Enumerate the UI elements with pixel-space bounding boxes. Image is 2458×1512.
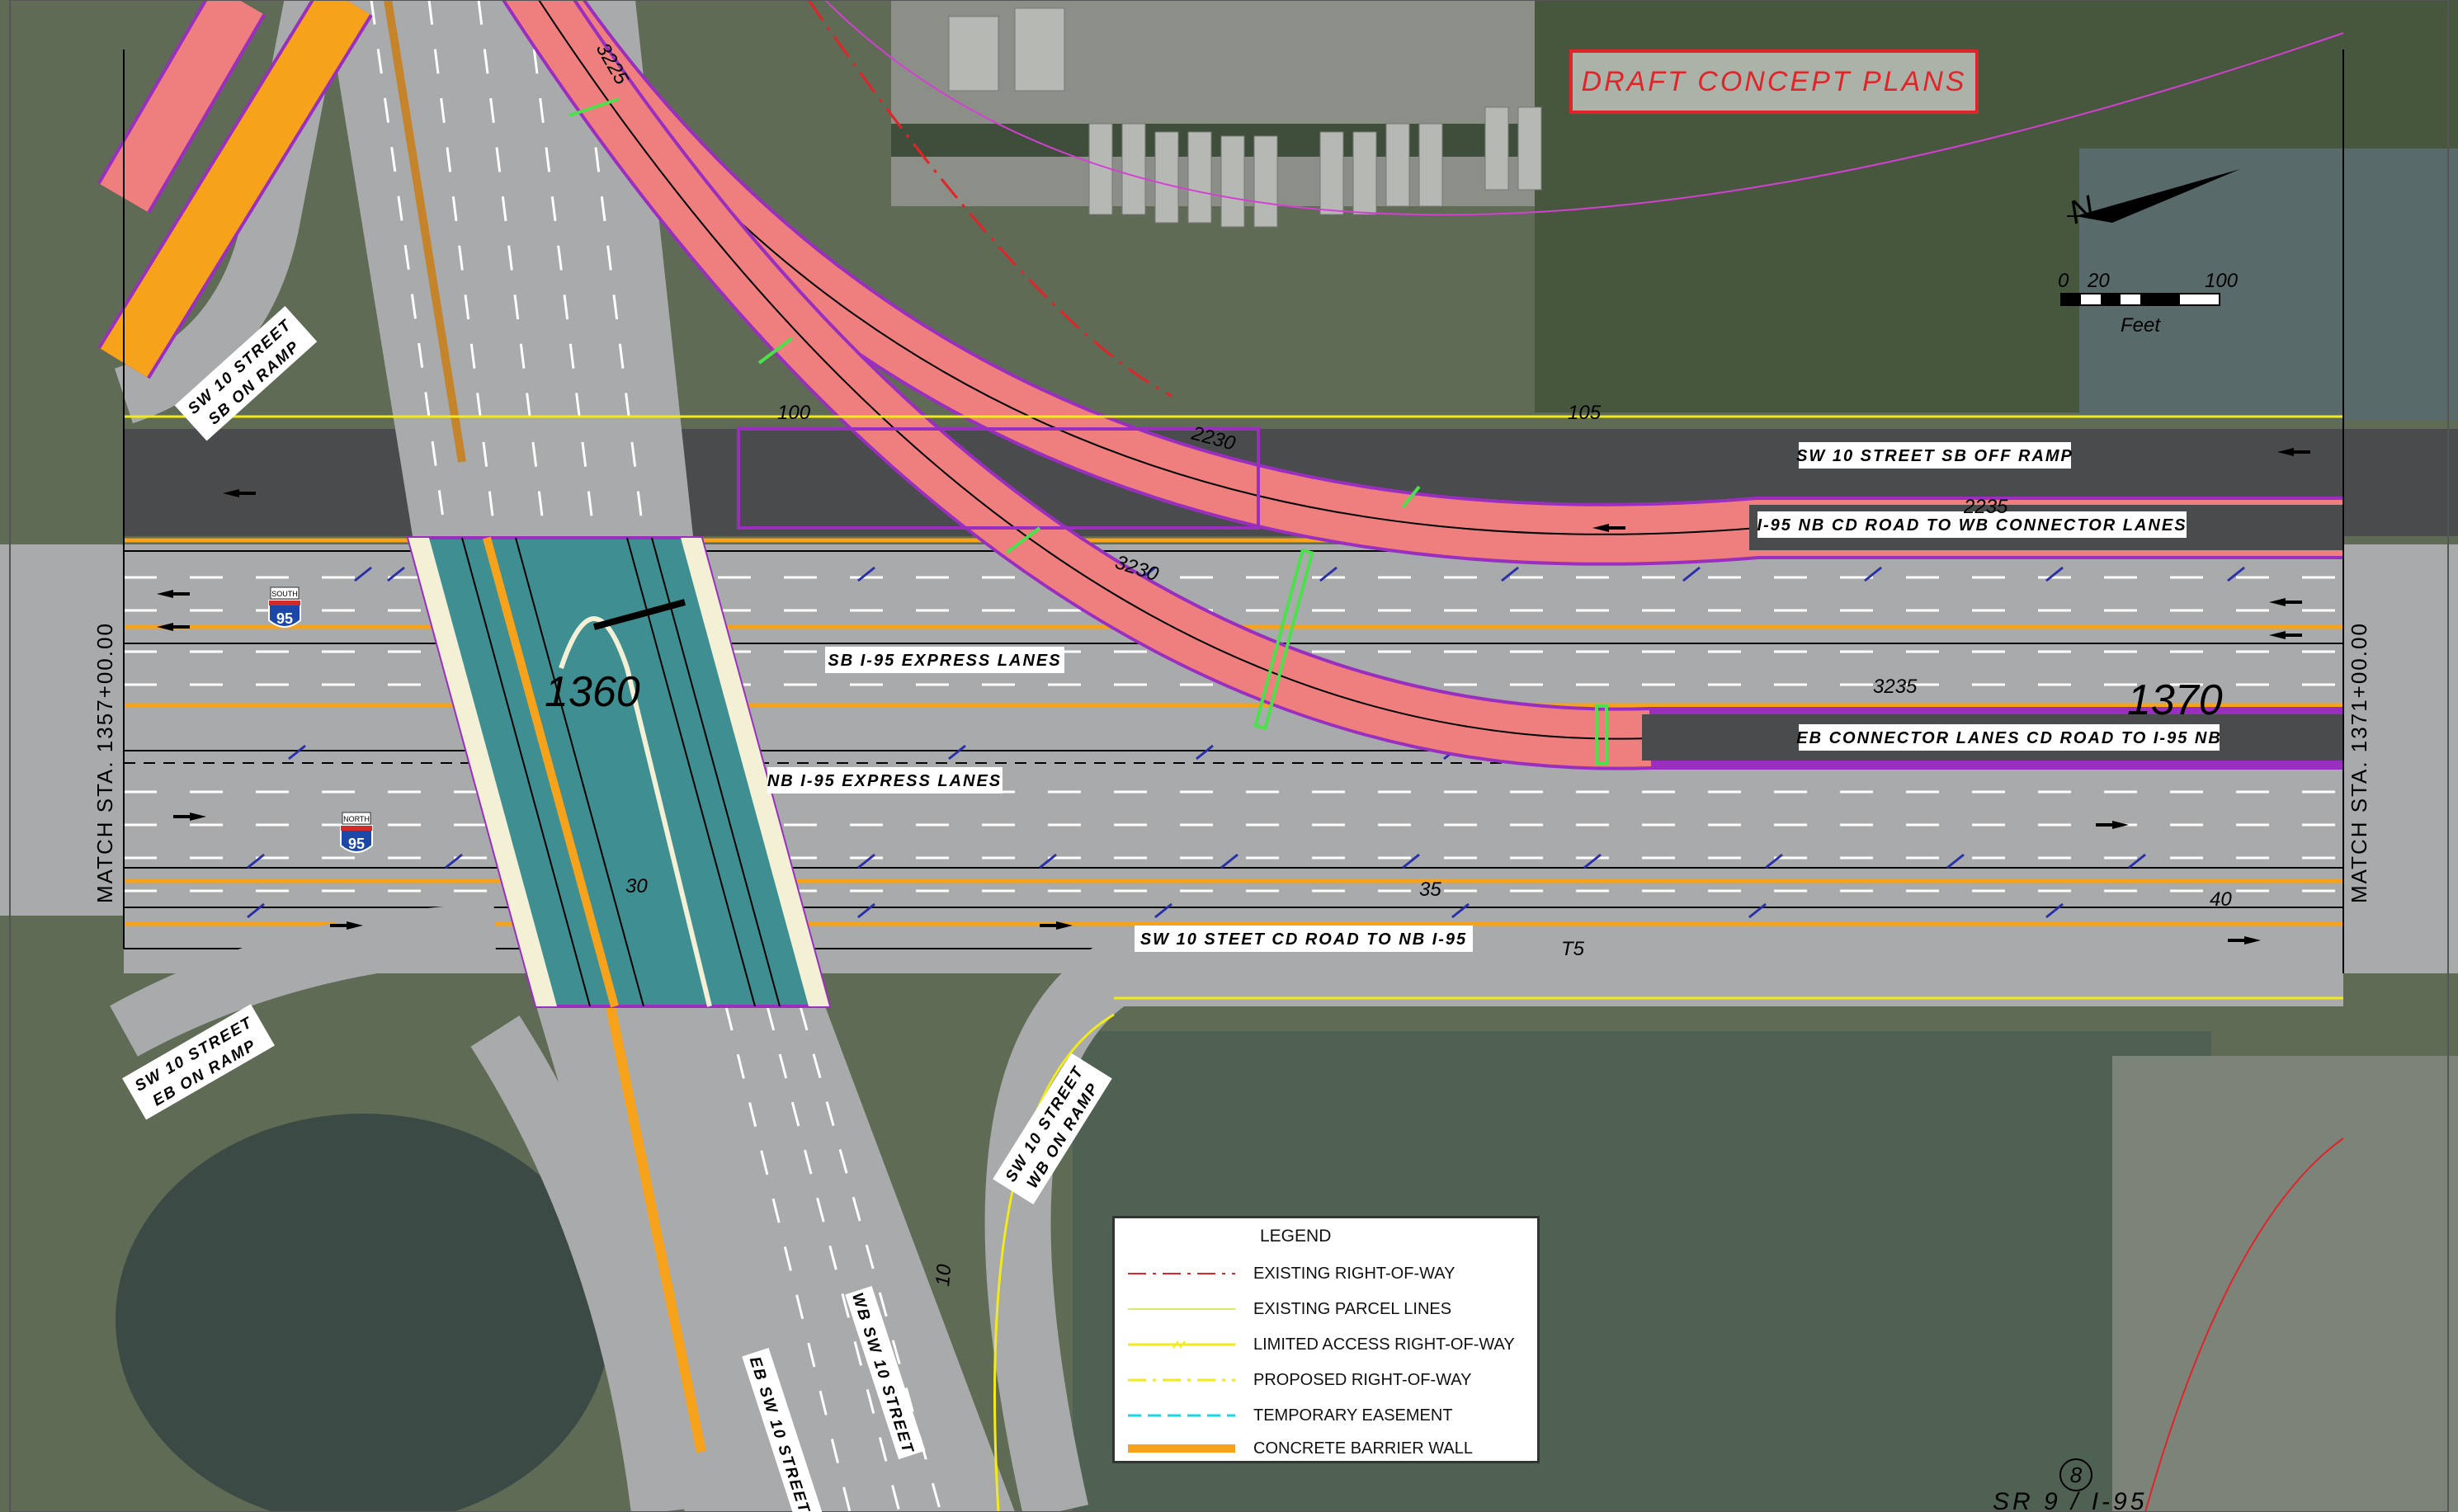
direction-arrows — [157, 448, 2310, 944]
legend-row-barrier-wall: CONCRETE BARRIER WALL — [1128, 1436, 1532, 1461]
station-35: 35 — [1419, 878, 1441, 901]
shield-south-direction: SOUTH — [271, 590, 298, 598]
match-lines — [9, 0, 2449, 1512]
sb-off-ramp-label: SW 10 STREET SB OFF RAMP — [1796, 447, 2073, 465]
legend-row-parcel-lines: EXISTING PARCEL LINES — [1128, 1297, 1532, 1321]
north-median-barrier — [384, 0, 466, 463]
road-name-title: SR 9 / I-95 — [1993, 1488, 2147, 1512]
parked-trucks — [948, 7, 1542, 228]
legend-row-existing-row: EXISTING RIGHT-OF-WAY — [1128, 1261, 1532, 1286]
eb-on-ramp-road — [110, 903, 497, 1057]
eb-connector-label: EB CONNECTOR LANES CD ROAD TO I-95 NB — [1796, 729, 2222, 747]
legend-label-temporary-easement: TEMPORARY EASEMENT — [1253, 1406, 1453, 1425]
bridge-sidewalk-west — [408, 538, 557, 1006]
legend-swatch-existing-row — [1128, 1273, 1235, 1274]
station-105: 105 — [1568, 402, 1602, 424]
shield-south-route: 95 — [276, 610, 293, 627]
station-t5: T5 — [1561, 938, 1585, 960]
right-of-way-lines — [124, 0, 2344, 1512]
station-100: 100 — [777, 402, 811, 424]
legend-row-proposed-row: PROPOSED RIGHT-OF-WAY — [1128, 1368, 1532, 1392]
shield-south-95: SOUTH 95 — [268, 586, 301, 628]
legend-box: LEGEND EXISTING RIGHT-OF-WAY EXISTING PA… — [1112, 1216, 1540, 1463]
legend-label-existing-row: EXISTING RIGHT-OF-WAY — [1253, 1264, 1455, 1283]
nw-orange-ramp — [100, 0, 370, 378]
eb-sw10-road — [470, 1015, 689, 1512]
scale-unit: Feet — [2121, 314, 2161, 337]
nb-cd-connector-label: I-95 NB CD ROAD TO WB CONNECTOR LANES — [1757, 516, 2187, 535]
station-30: 30 — [625, 875, 648, 897]
bent-markers — [569, 97, 1608, 765]
match-line-left-label: MATCH STA. 1357+00.00 — [92, 622, 117, 903]
bridge-median-island — [559, 616, 712, 1007]
nb-express-label: NB I-95 EXPRESS LANES — [767, 772, 1002, 790]
sw10-south-lane-lines — [724, 1006, 942, 1512]
match-line-right-label: MATCH STA. 1371+00.00 — [2347, 622, 2371, 903]
bridge-sidewalk-east — [681, 538, 829, 1006]
pond — [116, 1114, 611, 1512]
legend-label-limited-access: LIMITED ACCESS RIGHT-OF-WAY — [1253, 1335, 1515, 1354]
lower-flyover-centerline — [537, 0, 1651, 740]
nb-express-label-box — [767, 767, 1003, 794]
lane-markings — [124, 576, 2343, 893]
shield-north-route: 95 — [348, 836, 365, 852]
draft-stamp: DRAFT CONCEPT PLANS — [1569, 49, 1979, 114]
sheet-number-text: 8 — [2070, 1463, 2083, 1487]
legend-swatch-proposed-row — [1128, 1378, 1235, 1382]
sb-express-label-box — [825, 647, 1064, 673]
sb-off-ramp-outline — [737, 427, 1260, 530]
legend-label-barrier-wall: CONCRETE BARRIER WALL — [1253, 1439, 1473, 1458]
sb-off-ramp-label-box — [1799, 442, 2071, 469]
station-1370: 1370 — [2127, 676, 2223, 724]
legend-label-proposed-row: PROPOSED RIGHT-OF-WAY — [1253, 1370, 1472, 1389]
station-3235: 3235 — [1873, 676, 1918, 698]
legend-title: LEGEND — [1260, 1227, 1332, 1246]
shield-north-95: NORTH 95 — [340, 812, 373, 853]
legend-label-parcel-lines: EXISTING PARCEL LINES — [1253, 1299, 1452, 1318]
canal — [2079, 148, 2458, 421]
scale-bar: 0 20 100 Feet — [2058, 270, 2239, 337]
south-median-barrier — [606, 1005, 706, 1453]
sb-express-label: SB I-95 EXPRESS LANES — [828, 652, 1061, 670]
cd-road-nb-label: SW 10 STEET CD ROAD TO NB I-95 — [1140, 930, 1467, 949]
eb-connector-label-box — [1799, 724, 2220, 751]
legend-row-temporary-easement: TEMPORARY EASEMENT — [1128, 1403, 1532, 1428]
cd-road-nb-label-box — [1135, 926, 1473, 952]
legend-swatch-barrier-wall — [1128, 1444, 1235, 1453]
neighborhood-se — [2112, 1056, 2458, 1512]
bridge-barrier — [483, 536, 619, 1008]
legend-swatch-temporary-easement — [1128, 1414, 1235, 1417]
sb-on-ramp-road — [114, 0, 342, 424]
sheet-number: 8 — [2059, 1458, 2092, 1491]
scale-tick-0: 0 — [2058, 270, 2069, 292]
shield-north-direction: NORTH — [343, 815, 370, 823]
station-10: 10 — [932, 1263, 955, 1288]
legend-swatch-limited-access — [1128, 1340, 1235, 1349]
legend-row-limited-access: LIMITED ACCESS RIGHT-OF-WAY — [1128, 1332, 1532, 1357]
nb-cd-connector-label-box — [1757, 511, 2187, 538]
legend-swatch-parcel-lines — [1128, 1308, 1235, 1310]
sw10-north-lane-lines — [370, 0, 645, 537]
nw-pink-ramp — [100, 0, 263, 212]
scale-tick-100: 100 — [2205, 270, 2239, 292]
station-40: 40 — [2210, 888, 2232, 911]
bridge-lane-lines — [461, 537, 781, 1007]
scale-tick-20: 20 — [2087, 270, 2110, 292]
station-2235: 2235 — [1963, 496, 2008, 518]
station-1360: 1360 — [545, 668, 640, 716]
